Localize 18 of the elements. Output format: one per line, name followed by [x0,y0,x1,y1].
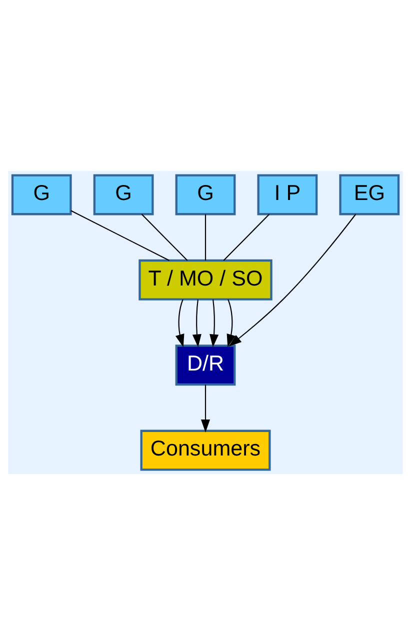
node-box: G [93,174,154,215]
node-box: G [175,174,236,215]
connector [223,213,270,260]
node-box: Consumers [140,429,271,470]
connector [70,210,170,260]
arrow [200,384,210,432]
connector [141,213,188,260]
arrow [228,213,356,346]
connector [204,214,206,260]
node-box: I P [257,174,318,215]
node-box: T / MO / SO [138,258,272,300]
node-box: D/R [175,344,236,386]
node-box: G [11,174,72,215]
node-box: EG [339,174,400,215]
arrow [192,298,202,347]
arrow [226,298,236,347]
arrow [175,298,184,347]
arrow [210,298,219,347]
